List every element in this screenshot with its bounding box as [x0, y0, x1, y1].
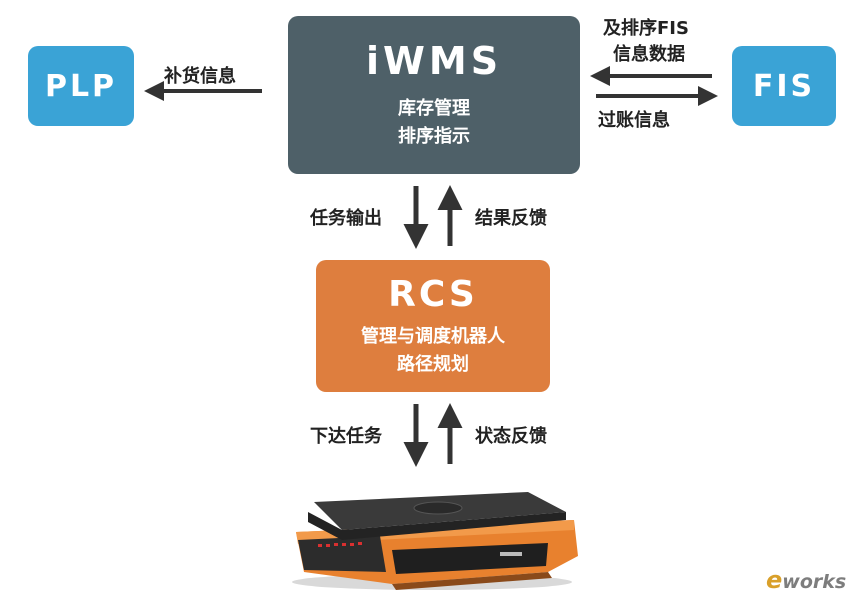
plp-label: PLP	[44, 68, 118, 104]
rcs-node: RCS 管理与调度机器人 路径规划	[316, 260, 550, 392]
rcs-title: RCS	[388, 273, 478, 315]
fis-node: FIS	[732, 46, 836, 126]
iwms-title: iWMS	[365, 39, 503, 83]
edge-label-fis-to-iwms-line-2: 信息数据	[613, 44, 685, 65]
iwms-node: iWMS 库存管理 排序指示	[288, 16, 580, 174]
rcs-line-2: 路径规划	[397, 353, 469, 375]
edge-label-rcs-to-iwms: 结果反馈	[475, 208, 547, 229]
eworks-logo: eworks	[766, 566, 847, 594]
agv-robot-image	[292, 492, 578, 590]
edge-label-robot-to-rcs: 状态反馈	[475, 426, 547, 447]
edge-label-iwms-to-fis: 过账信息	[598, 110, 670, 131]
edge-label-rcs-to-robot: 下达任务	[310, 426, 382, 447]
fis-label: FIS	[752, 68, 816, 104]
rcs-line-1: 管理与调度机器人	[361, 325, 505, 347]
iwms-line-1: 库存管理	[398, 98, 470, 119]
edge-label-fis-to-iwms-line-1: 及排序FIS	[603, 18, 689, 39]
iwms-line-2: 排序指示	[398, 126, 470, 147]
edge-label-iwms-to-rcs: 任务输出	[310, 208, 382, 229]
edge-label-iwms-to-plp: 补货信息	[164, 66, 236, 87]
plp-node: PLP	[28, 46, 134, 126]
